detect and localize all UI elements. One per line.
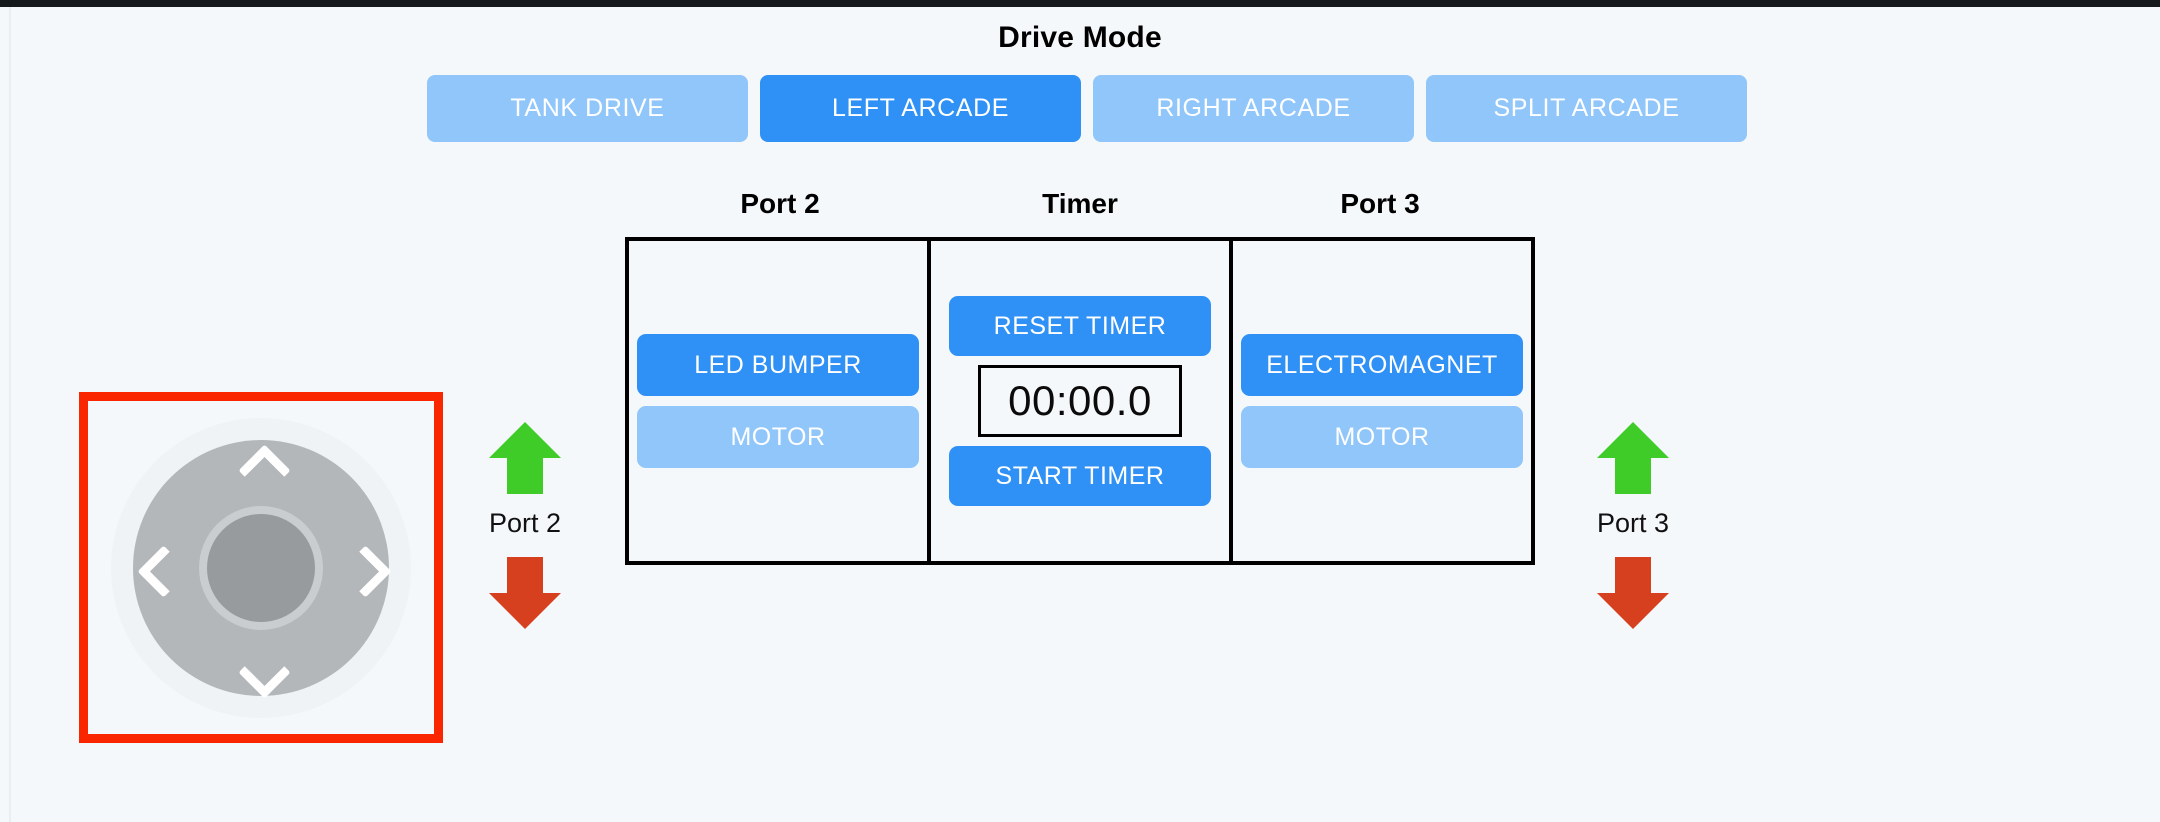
chevron-up-icon[interactable] <box>238 444 284 490</box>
dpad-container[interactable] <box>79 392 443 743</box>
arrow-up-icon[interactable] <box>1593 418 1673 498</box>
timer-cell: RESET TIMER 00:00.0 START TIMER <box>927 241 1233 561</box>
chevron-right-icon[interactable] <box>339 545 385 591</box>
drive-mode-tank-drive[interactable]: TANK DRIVE <box>427 75 748 142</box>
drive-mode-split-arcade[interactable]: SPLIT ARCADE <box>1426 75 1747 142</box>
port3-arrow-group: Port 3 <box>1553 418 1713 633</box>
arrow-down-icon[interactable] <box>1593 553 1673 633</box>
dpad-outer-disc <box>111 417 411 718</box>
port3-button-stack: ELECTROMAGNET MOTOR <box>1241 334 1523 468</box>
drive-mode-right-arcade[interactable]: RIGHT ARCADE <box>1093 75 1414 142</box>
start-timer-button[interactable]: START TIMER <box>949 446 1211 506</box>
top-bar <box>0 0 2160 7</box>
port2-motor-button[interactable]: MOTOR <box>637 406 919 468</box>
panel-header-port3: Port 3 <box>1340 188 1420 219</box>
port2-arrow-group: Port 2 <box>445 418 605 633</box>
arrow-up-icon[interactable] <box>485 418 565 498</box>
port3-electromagnet-button[interactable]: ELECTROMAGNET <box>1241 334 1523 396</box>
chevron-left-icon[interactable] <box>137 545 183 591</box>
drive-mode-title: Drive Mode <box>998 21 1162 54</box>
port2-button-stack: LED BUMPER MOTOR <box>637 334 919 468</box>
device-panel: LED BUMPER MOTOR RESET TIMER 00:00.0 STA… <box>625 237 1535 565</box>
panel-header-timer: Timer <box>1042 188 1118 219</box>
dpad-center-hub[interactable] <box>207 513 315 622</box>
port2-arrow-label: Port 2 <box>488 508 562 538</box>
reset-timer-button[interactable]: RESET TIMER <box>949 296 1211 356</box>
arrow-down-icon[interactable] <box>485 553 565 633</box>
timer-stack: RESET TIMER 00:00.0 START TIMER <box>949 296 1211 506</box>
port3-cell: ELECTROMAGNET MOTOR <box>1233 241 1531 561</box>
timer-display: 00:00.0 <box>978 365 1182 437</box>
drive-mode-button-group: TANK DRIVE LEFT ARCADE RIGHT ARCADE SPLI… <box>427 75 1747 142</box>
left-rule <box>9 7 11 822</box>
panel-header-port2: Port 2 <box>740 188 820 219</box>
port2-led-bumper-button[interactable]: LED BUMPER <box>637 334 919 396</box>
chevron-down-icon[interactable] <box>238 646 284 692</box>
port3-arrow-label: Port 3 <box>1596 508 1670 538</box>
port3-motor-button[interactable]: MOTOR <box>1241 406 1523 468</box>
port2-cell: LED BUMPER MOTOR <box>629 241 927 561</box>
drive-mode-left-arcade[interactable]: LEFT ARCADE <box>760 75 1081 142</box>
